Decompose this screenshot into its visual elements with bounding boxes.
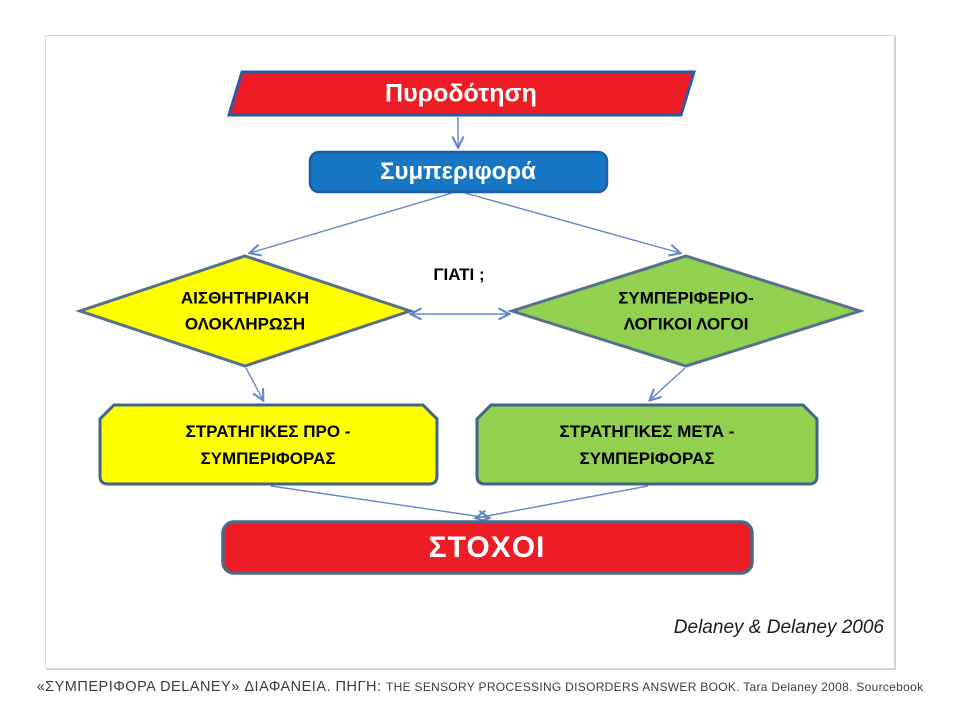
trigger-parallelogram <box>226 70 697 117</box>
post-strategies-label-line2: ΣΥΜΠΕΡΙΦΟΡΑΣ <box>579 449 715 468</box>
behavior-box <box>308 150 609 194</box>
sensory-diamond <box>75 254 415 368</box>
behavioral-reasons-label-line2: ΛΟΓΙΚΟΙ ΛΟΓΟΙ <box>623 315 749 334</box>
attribution-text: Delaney & Delaney 2006 <box>673 617 884 638</box>
arrow-behavior-to-sensory <box>250 192 453 253</box>
pre-strategies-label-line1: ΣΤΡΑΤΗΓΙΚΕΣ ΠΡΟ - <box>185 421 351 441</box>
pre-strategies-label: ΣΤΡΑΤΗΓΙΚΕΣ ΠΡΟ - ΣΥΜΠΕΡΙΦΟΡΑΣ <box>186 418 351 472</box>
arrow-reasons-to-post <box>650 367 686 400</box>
goals-box <box>221 520 754 575</box>
footer-caption: «ΣΥΜΠΕΡΙΦΟΡΑ DELANEY» ΔΙΑΦΑΝΕΙΑ. ΠΗΓΗ: T… <box>0 678 960 696</box>
footer-caption-greek: «ΣΥΜΠΕΡΙΦΟΡΑ DELANEY» ΔΙΑΦΑΝΕΙΑ. ΠΗΓΗ: <box>36 679 387 695</box>
post-strategies-box <box>475 403 819 486</box>
pre-strategies-label-line2: ΣΥΜΠΕΡΙΦΟΡΑΣ <box>200 449 336 468</box>
sensory-label-line1: ΑΙΣΘΗΤΗΡΙΑΚΗ <box>180 288 310 308</box>
behavior-label: Συμπεριφορά <box>380 158 536 185</box>
connector-lines <box>245 117 686 518</box>
sensory-label: ΑΙΣΘΗΤΗΡΙΑΚΗ ΟΛΟΚΛΗΡΩΣΗ <box>181 286 309 339</box>
post-strategies-label: ΣΤΡΑΤΗΓΙΚΕΣ ΜΕΤΑ - ΣΥΜΠΕΡΙΦΟΡΑΣ <box>560 418 735 472</box>
trigger-label: Πυροδότηση <box>385 79 537 108</box>
why-label: ΓΙΑΤΙ ; <box>433 265 485 284</box>
goals-label: ΣΤΟΧΟΙ <box>428 531 546 564</box>
post-strategies-label-line1: ΣΤΡΑΤΗΓΙΚΕΣ ΜΕΤΑ - <box>559 421 735 441</box>
arrow-sensory-to-pre <box>245 367 263 400</box>
arrow-behavior-to-reasons <box>464 192 680 253</box>
footer-caption-english: THE SENSORY PROCESSING DISORDERS ANSWER … <box>386 680 924 694</box>
behavioral-reasons-label-line1: ΣΥΜΠΕΡΙΦΕΡΙΟ- <box>618 288 754 308</box>
pre-strategies-box <box>98 403 439 486</box>
sensory-label-line2: ΟΛΟΚΛΗΡΩΣΗ <box>184 315 306 334</box>
arrow-post-to-goals <box>476 485 649 518</box>
arrow-pre-to-goals <box>270 485 489 518</box>
behavioral-reasons-diamond <box>507 254 865 368</box>
behavioral-reasons-label: ΣΥΜΠΕΡΙΦΕΡΙΟ- ΛΟΓΙΚΟΙ ΛΟΓΟΙ <box>618 286 754 339</box>
